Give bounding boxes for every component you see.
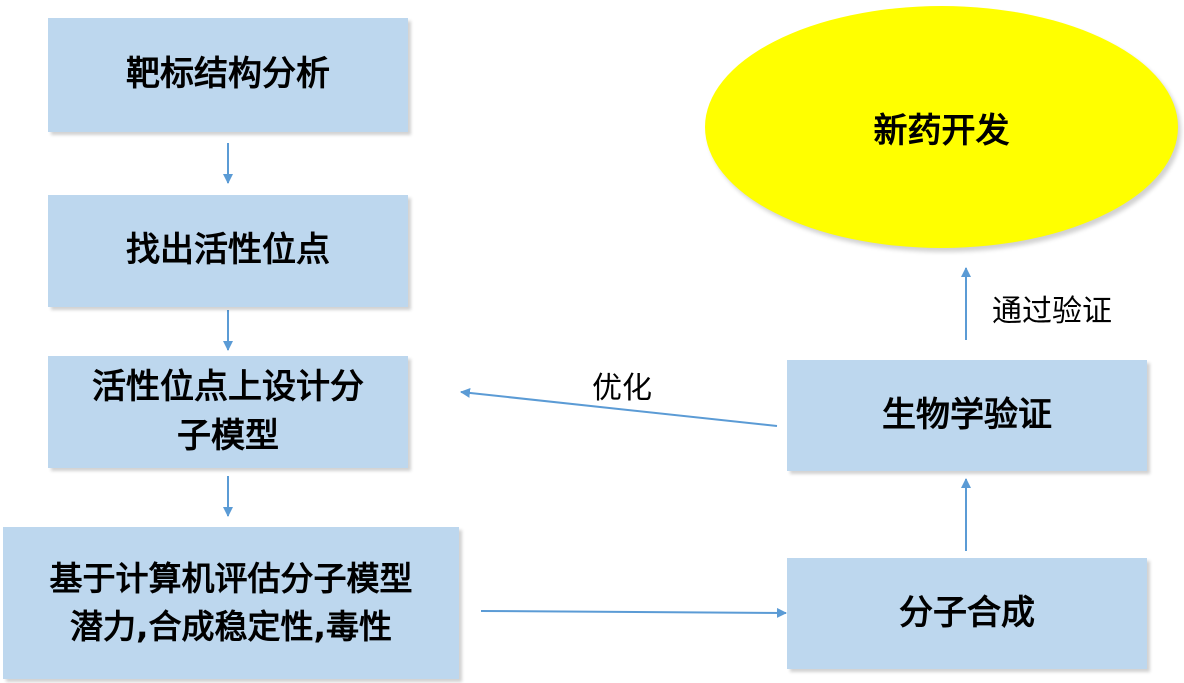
- node-biological-validation: 生物学验证: [787, 360, 1147, 471]
- node-label-line: 基于计算机评估分子模型: [49, 559, 413, 599]
- node-label: 新药开发: [873, 110, 1010, 151]
- node-design-molecular-model: 活性位点上设计分 子模型: [48, 356, 408, 468]
- node-find-active-site: 找出活性位点: [48, 195, 408, 307]
- node-label: 分子合成: [899, 592, 1035, 633]
- arrow-evaluate-to-synthesis: [480, 607, 787, 618]
- node-target-structure-analysis: 靶标结构分析: [48, 18, 408, 132]
- node-label: 靶标结构分析: [126, 54, 330, 95]
- node-new-drug-development: 新药开发: [705, 6, 1178, 248]
- edge-label-optimize: 优化: [592, 371, 652, 406]
- node-label-line: 活性位点上设计分: [92, 366, 364, 407]
- node-label-line: 子模型: [177, 416, 279, 456]
- node-label-line: 潜力,合成稳定性,毒性: [69, 607, 393, 646]
- node-label: 找出活性位点: [126, 230, 330, 271]
- node-label: 生物学验证: [882, 394, 1052, 435]
- node-computer-evaluation: 基于计算机评估分子模型 潜力,合成稳定性,毒性: [3, 527, 459, 679]
- node-label: 活性位点上设计分 子模型: [92, 363, 364, 462]
- node-label: 基于计算机评估分子模型 潜力,合成稳定性,毒性: [50, 555, 413, 651]
- edge-label-validated: 通过验证: [992, 294, 1112, 329]
- node-molecular-synthesis: 分子合成: [787, 558, 1147, 669]
- arrow-optimize-feedback: [460, 387, 778, 427]
